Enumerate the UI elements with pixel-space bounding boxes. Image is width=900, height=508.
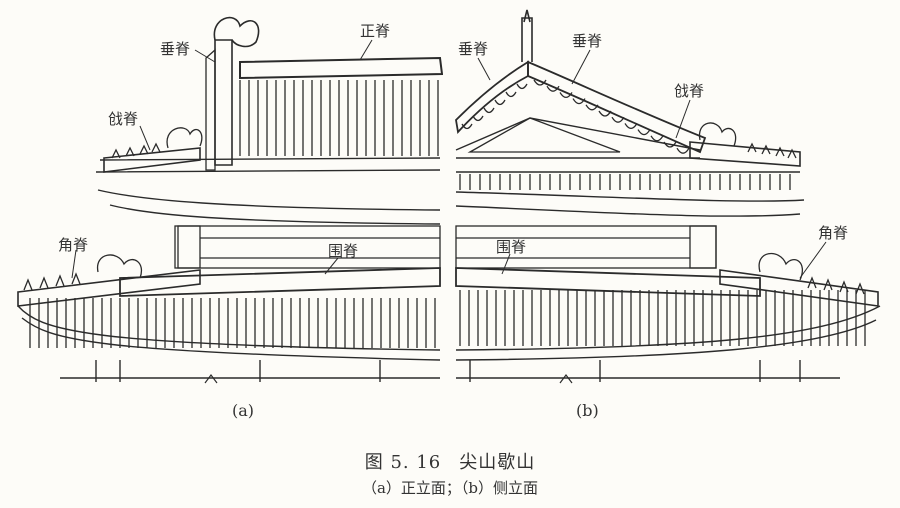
wall-band-a <box>174 225 441 269</box>
ridge-beast-b <box>698 122 737 147</box>
figure-title: 尖山歇山 <box>459 452 536 473</box>
hanging-ridge-a <box>214 39 233 166</box>
label-zhengji-a: 正脊 <box>360 22 390 40</box>
gable-scallop <box>637 129 651 136</box>
gable-scallop <box>483 107 495 114</box>
corner-ridge-b <box>719 269 879 307</box>
gable-scallop <box>663 141 677 148</box>
label-qiangji-b: 戗脊 <box>674 82 704 100</box>
gable-scallop <box>624 123 638 130</box>
corner-ridge-a <box>17 269 201 307</box>
label-qiangji-a: 戗脊 <box>108 110 138 128</box>
gable-scallop <box>472 115 484 122</box>
gable-scallop <box>461 123 473 130</box>
upper-eave-b <box>455 157 805 217</box>
gable-scallop <box>546 85 560 92</box>
base-a <box>60 360 440 382</box>
label-jiaoji-b: 角脊 <box>818 224 848 242</box>
gable-scallop <box>611 116 625 123</box>
upper-roof-tiles-a <box>239 80 439 156</box>
wall-band-b <box>455 225 717 269</box>
main-ridge-a <box>239 56 444 80</box>
panel-a-elevation <box>17 16 444 384</box>
label-weiji-b: 围脊 <box>496 238 526 256</box>
gable-scallop <box>650 135 664 142</box>
gable-scallop <box>676 147 690 154</box>
gable-scallop <box>598 110 612 117</box>
upper-eave-a <box>95 157 441 225</box>
finial-b <box>521 9 533 62</box>
label-jiaoji-a: 角脊 <box>58 236 88 254</box>
gable-scallop <box>533 79 547 86</box>
gable-scallop <box>572 98 586 105</box>
surrounding-ridge-a <box>119 267 441 297</box>
lower-roof-tiles-a <box>29 298 436 348</box>
gable-scallop <box>516 83 528 90</box>
corner-beast-b <box>758 252 803 281</box>
gable-scallop <box>559 92 573 99</box>
gable-scallop <box>505 91 517 98</box>
gable-b <box>467 117 621 153</box>
label-chuiji-b-left: 垂脊 <box>458 40 488 58</box>
hanging-ridge-b-left <box>455 60 529 134</box>
figure-caption: 图 5. 16 尖山歇山 <box>0 448 900 474</box>
gable-scallop <box>585 104 599 111</box>
qiang-ridge-b <box>689 141 801 167</box>
surrounding-ridge-b <box>455 267 761 297</box>
figure-subcaption: （a）正立面；（b）侧立面 <box>361 479 539 497</box>
gable-boards-b <box>455 117 701 151</box>
panel-b-elevation <box>455 9 881 384</box>
label-chuiji-a: 垂脊 <box>160 40 190 58</box>
ridge-beast-a <box>166 127 203 149</box>
label-chuiji-b-right: 垂脊 <box>572 32 602 50</box>
leader-lines <box>71 39 827 279</box>
panel-label-a: (a) <box>232 401 254 420</box>
ridge-ornament-a <box>213 16 260 48</box>
corner-beast-a <box>97 254 143 279</box>
figure-number: 图 5. 16 <box>364 452 442 473</box>
qiang-ridge-a <box>103 147 201 173</box>
gable-scallop <box>494 99 506 106</box>
base-b <box>456 360 840 382</box>
label-weiji-a: 围脊 <box>328 242 358 260</box>
panel-label-b: (b) <box>576 401 599 420</box>
hanging-ridge-b-right <box>527 60 707 154</box>
